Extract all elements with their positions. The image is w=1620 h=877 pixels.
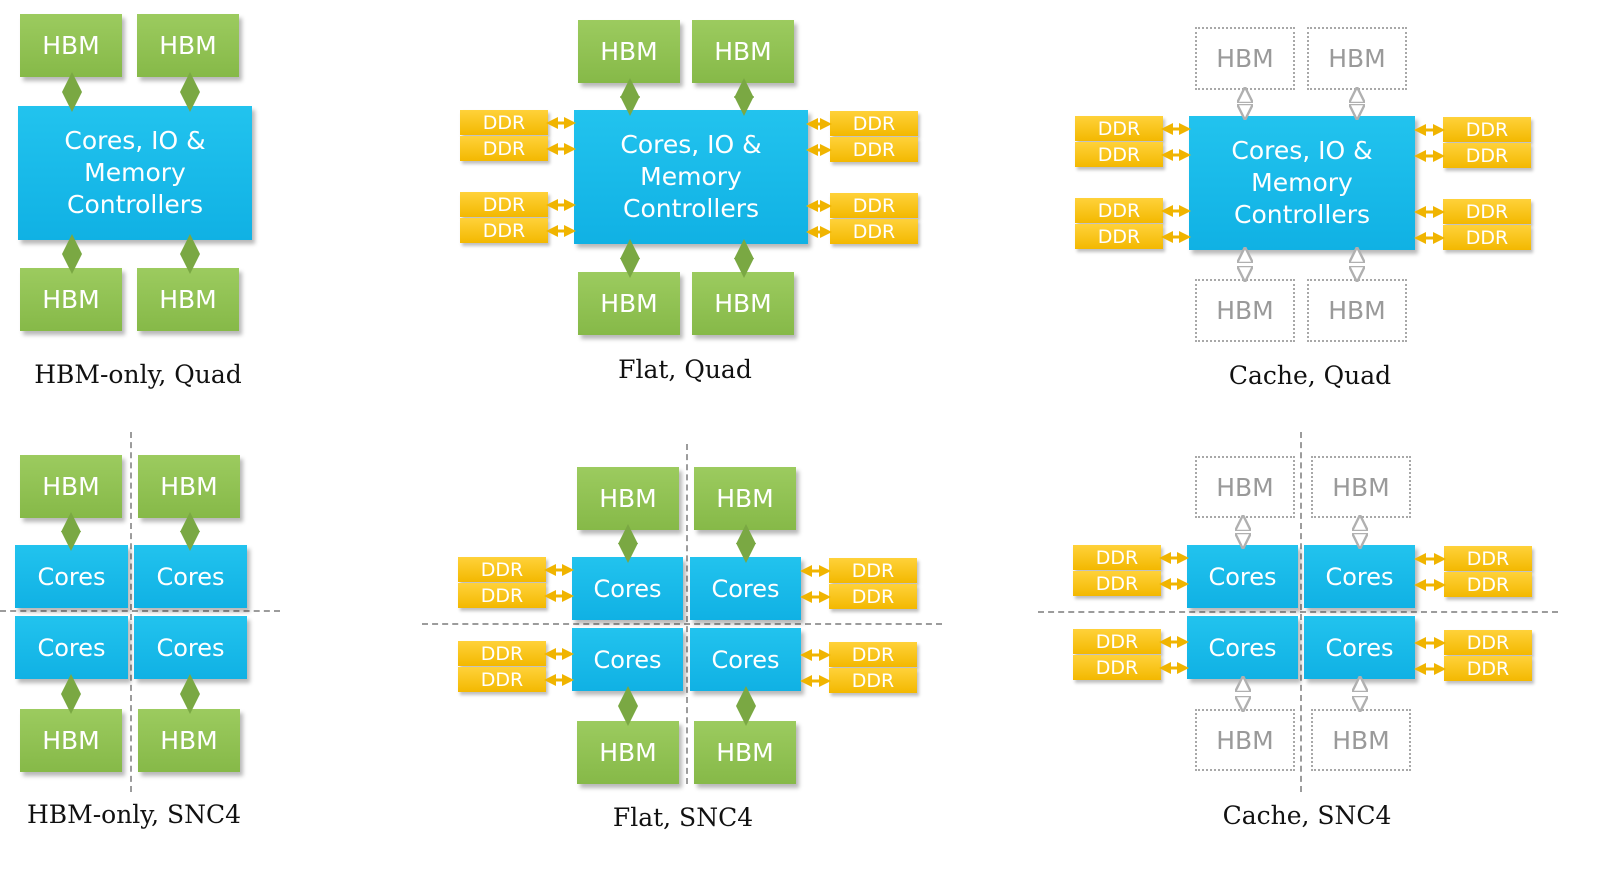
ddr-block: DDR: [1443, 199, 1531, 224]
hbm-block: HBM: [692, 20, 794, 83]
ddr-block: DDR: [829, 642, 917, 667]
ddr-block: DDR: [1443, 225, 1531, 250]
cores-block: Cores: [1304, 616, 1415, 679]
ddr-block: DDR: [458, 667, 546, 692]
ddr-block: DDR: [830, 193, 918, 218]
hbm-cache-block: HBM: [1311, 709, 1411, 771]
cores-io-memory-controllers-block: Cores, IO & Memory Controllers: [18, 106, 252, 240]
ddr-block: DDR: [829, 584, 917, 609]
ddr-block: DDR: [460, 136, 548, 161]
ddr-block: DDR: [830, 219, 918, 244]
snc-divider-vertical: [130, 432, 132, 792]
ddr-block: DDR: [1444, 546, 1532, 571]
ddr-block: DDR: [1075, 198, 1163, 223]
hbm-block: HBM: [137, 14, 239, 77]
ddr-block: DDR: [1073, 629, 1161, 654]
ddr-block: DDR: [830, 111, 918, 136]
hbm-block: HBM: [20, 455, 122, 518]
caption-flat-snc4: Flat, SNC4: [612, 803, 754, 832]
hbm-block: HBM: [20, 709, 122, 772]
cores-io-memory-controllers-block: Cores, IO & Memory Controllers: [574, 110, 808, 244]
cores-block: Cores: [1187, 545, 1298, 608]
ddr-block: DDR: [458, 557, 546, 582]
snc-divider-vertical: [686, 444, 688, 784]
caption-hbm-only-snc4: HBM-only, SNC4: [26, 800, 242, 829]
ddr-block: DDR: [1444, 656, 1532, 681]
ddr-block: DDR: [1075, 142, 1163, 167]
cores-block: Cores: [1304, 545, 1415, 608]
ddr-block: DDR: [1075, 116, 1163, 141]
hbm-cache-block: HBM: [1195, 709, 1295, 771]
ddr-block: DDR: [458, 583, 546, 608]
hbm-block: HBM: [578, 20, 680, 83]
hbm-block: HBM: [694, 467, 796, 530]
ddr-block: DDR: [458, 641, 546, 666]
cores-block: Cores: [690, 557, 801, 620]
hbm-block: HBM: [20, 268, 122, 331]
ddr-block: DDR: [460, 192, 548, 217]
hbm-block: HBM: [577, 467, 679, 530]
ddr-block: DDR: [829, 558, 917, 583]
ddr-block: DDR: [1444, 630, 1532, 655]
ddr-block: DDR: [1075, 224, 1163, 249]
hbm-cache-block: HBM: [1307, 27, 1407, 90]
ddr-block: DDR: [830, 137, 918, 162]
hbm-block: HBM: [138, 709, 240, 772]
hbm-block: HBM: [20, 14, 122, 77]
snc-divider-horizontal: [1038, 611, 1558, 613]
snc-divider-horizontal: [422, 623, 942, 625]
cores-block: Cores: [572, 628, 683, 691]
caption-cache-quad: Cache, Quad: [1228, 361, 1392, 390]
cores-block: Cores: [15, 616, 128, 679]
cores-block: Cores: [134, 545, 247, 608]
hbm-block: HBM: [692, 272, 794, 335]
caption-hbm-only-quad: HBM-only, Quad: [34, 360, 242, 389]
hbm-cache-block: HBM: [1195, 279, 1295, 342]
hbm-cache-block: HBM: [1195, 456, 1295, 518]
ddr-block: DDR: [829, 668, 917, 693]
caption-cache-snc4: Cache, SNC4: [1222, 801, 1392, 830]
hbm-block: HBM: [577, 721, 679, 784]
ddr-block: DDR: [1073, 655, 1161, 680]
hbm-block: HBM: [694, 721, 796, 784]
hbm-block: HBM: [138, 455, 240, 518]
hbm-cache-block: HBM: [1311, 456, 1411, 518]
ddr-block: DDR: [1444, 572, 1532, 597]
cores-block: Cores: [134, 616, 247, 679]
hbm-block: HBM: [137, 268, 239, 331]
caption-flat-quad: Flat, Quad: [618, 355, 752, 384]
ddr-block: DDR: [1073, 545, 1161, 570]
cores-block: Cores: [572, 557, 683, 620]
ddr-block: DDR: [1073, 571, 1161, 596]
cores-block: Cores: [690, 628, 801, 691]
cores-io-memory-controllers-block: Cores, IO & Memory Controllers: [1189, 116, 1415, 250]
ddr-block: DDR: [1443, 117, 1531, 142]
ddr-block: DDR: [1443, 143, 1531, 168]
snc-divider-horizontal: [0, 610, 280, 612]
cores-block: Cores: [1187, 616, 1298, 679]
hbm-block: HBM: [578, 272, 680, 335]
ddr-block: DDR: [460, 218, 548, 243]
cores-block: Cores: [15, 545, 128, 608]
ddr-block: DDR: [460, 110, 548, 135]
